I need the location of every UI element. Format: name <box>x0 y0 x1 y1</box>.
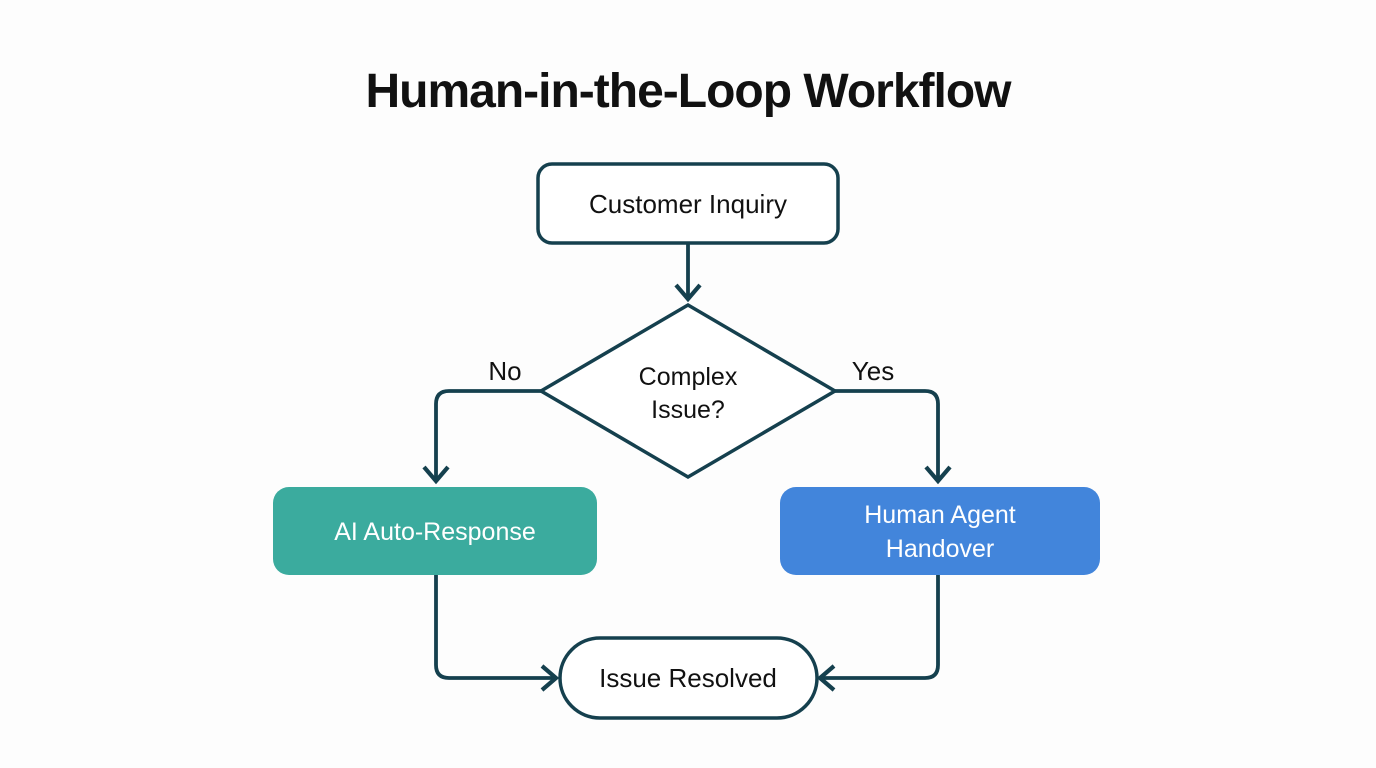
edge-human-to-end <box>820 575 940 680</box>
node-complex-issue <box>537 302 839 480</box>
edge-label-no: No <box>488 356 521 386</box>
node-ai-auto-response <box>273 487 597 575</box>
edge-decision-to-human <box>833 389 940 481</box>
arrow-head-icon <box>540 664 560 692</box>
node-customer-inquiry-label: Customer Inquiry <box>589 189 787 219</box>
arrow-head-icon <box>422 465 450 485</box>
node-human-agent-handover-label-line1: Human Agent <box>864 501 1016 529</box>
node-human-agent-handover <box>780 487 1100 575</box>
node-ai-auto-response-label: AI Auto-Response <box>334 518 536 546</box>
node-issue-resolved <box>558 636 819 720</box>
node-human-agent-handover-label-line2: Handover <box>886 535 994 563</box>
node-issue-resolved-label: Issue Resolved <box>599 663 777 693</box>
edge-label-yes: Yes <box>852 356 894 386</box>
arrow-head-icon <box>674 283 702 303</box>
node-customer-inquiry <box>536 162 840 245</box>
arrow-head-icon <box>924 465 952 485</box>
arrow-head-icon <box>816 664 836 692</box>
node-complex-issue-label-line1: Complex <box>639 363 738 391</box>
edge-ai-to-end <box>434 575 556 680</box>
diagram-title: Human-in-the-Loop Workflow <box>365 65 1012 118</box>
edge-decision-to-ai <box>434 389 543 481</box>
node-complex-issue-label-line2: Issue? <box>651 396 725 424</box>
